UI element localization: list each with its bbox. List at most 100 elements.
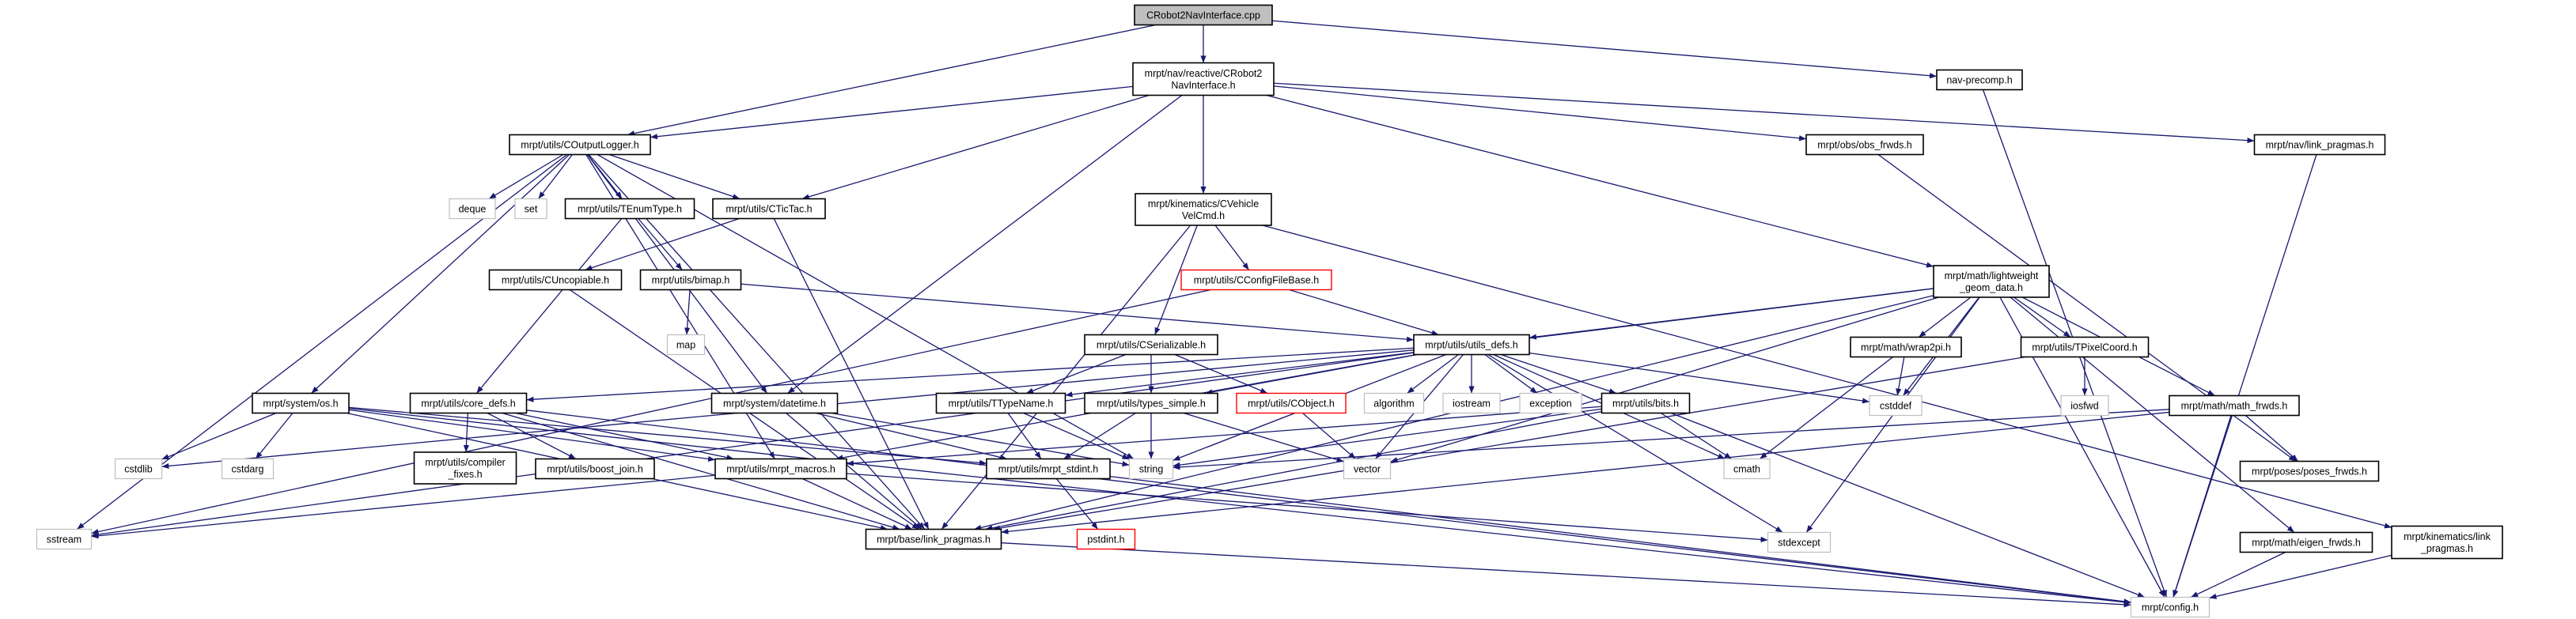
edge-lightweight-to-wrap2pi: [1918, 296, 1972, 338]
node-ttypename[interactable]: mrpt/utils/TTypeName.h: [935, 392, 1066, 414]
node-box: [1767, 531, 1832, 553]
node-label: mrpt/obs/obs_frwds.h: [1817, 139, 1912, 150]
edge-os-to-cstdlib: [161, 412, 277, 460]
node-box: [409, 392, 528, 414]
node-label: mrpt/utils/TTypeName.h: [949, 398, 1054, 409]
edge-datetime-to-stdint: [815, 412, 1008, 460]
node-compilerfixes[interactable]: mrpt/utils/compiler_fixes.h: [413, 451, 517, 485]
node-mathfrwds[interactable]: mrpt/math/math_frwds.h: [2169, 394, 2300, 417]
node-boostjoin[interactable]: mrpt/utils/boost_join.h: [535, 458, 655, 480]
node-cmath: cmath: [1723, 458, 1771, 480]
edge-coredefs-to-macros: [515, 412, 734, 461]
edge-coredefs-to-config: [526, 410, 2131, 605]
edge-velcmd-to-kinlink: [1262, 225, 2392, 529]
node-navif[interactable]: mrpt/nav/reactive/CRobot2NavInterface.h: [1132, 62, 1275, 96]
node-os[interactable]: mrpt/system/os.h: [252, 392, 350, 414]
node-box: [2239, 460, 2380, 482]
node-deque: deque: [449, 198, 496, 220]
node-utilsdefs[interactable]: mrpt/utils/utils_defs.h: [1413, 334, 1530, 356]
node-tenum[interactable]: mrpt/utils/TEnumType.h: [564, 198, 695, 220]
node-label: mrpt/math/lightweight: [1945, 270, 2039, 281]
edge-macros-to-baselink: [801, 477, 913, 530]
node-tpixel[interactable]: mrpt/utils/TPixelCoord.h: [2020, 336, 2150, 358]
node-label: mrpt/utils/CObject.h: [1248, 398, 1335, 409]
node-stdint[interactable]: mrpt/utils/mrpt_stdint.h: [986, 458, 1111, 480]
node-pstdint[interactable]: pstdint.h: [1076, 528, 1136, 550]
edge-coredefs-to-baselink: [502, 412, 900, 530]
edge-os-to-config: [348, 408, 2131, 606]
edge-bimap-to-utilsdefs: [741, 283, 1415, 342]
edge-stdint-to-pstdint: [1055, 478, 1099, 530]
node-box: [449, 198, 496, 220]
node-label: mrpt/system/datetime.h: [723, 398, 826, 409]
node-box: [1936, 69, 2023, 91]
node-box: [666, 334, 706, 356]
node-coredefs[interactable]: mrpt/utils/core_defs.h: [409, 392, 528, 414]
node-label: _geom_data.h: [1959, 282, 2023, 293]
node-configfile[interactable]: mrpt/utils/CConfigFileBase.h: [1180, 269, 1332, 291]
node-label: mrpt/math/eigen_frwds.h: [2252, 537, 2361, 548]
node-obsfrwds[interactable]: mrpt/obs/obs_frwds.h: [1805, 134, 1924, 156]
edge-utilsdefs-to-cstddef: [1529, 352, 1870, 404]
node-label: mrpt/utils/utils_defs.h: [1425, 339, 1517, 350]
node-cpp[interactable]: CRobot2NavInterface.cpp: [1134, 4, 1273, 26]
edge-stdint-to-config: [1109, 475, 2131, 605]
node-tictac[interactable]: mrpt/utils/CTicTac.h: [712, 198, 826, 220]
node-eigenfrwds[interactable]: mrpt/math/eigen_frwds.h: [2239, 531, 2373, 553]
node-navlink[interactable]: mrpt/nav/link_pragmas.h: [2253, 134, 2386, 156]
edge-typessimple-to-stdint: [1063, 412, 1136, 460]
node-label: mrpt/kinematics/link: [2404, 531, 2491, 542]
node-box: [1084, 334, 1218, 356]
edge-ttypename-to-string: [1023, 412, 1130, 460]
node-uncopiable[interactable]: mrpt/utils/CUncopiable.h: [488, 269, 623, 291]
edge-eigenfrwds-to-config: [2190, 551, 2286, 598]
edge-utilsdefs-to-bits: [1500, 353, 1617, 394]
node-box: [1413, 334, 1530, 356]
node-bimap[interactable]: mrpt/utils/bimap.h: [639, 269, 742, 291]
node-posesfrwds[interactable]: mrpt/poses/poses_frwds.h: [2239, 460, 2380, 482]
edge-mathfrwds-to-baselink: [1001, 411, 2170, 534]
node-lightweight[interactable]: mrpt/math/lightweight_geom_data.h: [1933, 265, 2050, 298]
edge-navif-to-datetime: [787, 94, 1183, 394]
node-box: [865, 528, 1002, 550]
node-box: [1519, 392, 1582, 414]
edge-bits-to-cmath: [1660, 412, 1733, 460]
node-label: cmath: [1733, 463, 1760, 474]
edge-kinlink-to-config: [2209, 554, 2392, 599]
node-wrap2pi[interactable]: mrpt/math/wrap2pi.h: [1850, 336, 1962, 358]
node-box: [1850, 336, 1962, 358]
node-label: mrpt/utils/mrpt_stdint.h: [998, 463, 1098, 474]
nodes-layer: CRobot2NavInterface.cpp mrpt/nav/reactive…: [36, 4, 2503, 618]
node-cobject[interactable]: mrpt/utils/CObject.h: [1236, 392, 1347, 414]
node-sstream: sstream: [36, 528, 93, 550]
node-box: [1236, 392, 1347, 414]
node-iosfwd: iosfwd: [2060, 394, 2109, 417]
node-baselink[interactable]: mrpt/base/link_pragmas.h: [865, 528, 1002, 550]
node-label: mrpt/base/link_pragmas.h: [877, 534, 991, 545]
node-label: mrpt/utils/types_simple.h: [1097, 398, 1206, 409]
node-navprecomp[interactable]: nav-precomp.h: [1936, 69, 2023, 91]
node-box: [535, 458, 655, 480]
node-label: _fixes.h: [447, 469, 482, 480]
node-label: mrpt/utils/CSerializable.h: [1097, 339, 1206, 350]
node-logger[interactable]: mrpt/utils/COutputLogger.h: [509, 134, 651, 156]
edge-navif-to-navlink: [1273, 82, 2255, 144]
node-box: [114, 458, 163, 480]
node-label: mrpt/utils/bimap.h: [652, 274, 730, 285]
node-macros[interactable]: mrpt/utils/mrpt_macros.h: [714, 458, 847, 480]
node-kinlink[interactable]: mrpt/kinematics/link_pragmas.h: [2391, 525, 2503, 560]
node-exception: exception: [1519, 392, 1582, 414]
node-label: deque: [459, 203, 487, 214]
node-serializable[interactable]: mrpt/utils/CSerializable.h: [1084, 334, 1218, 356]
node-datetime[interactable]: mrpt/system/datetime.h: [710, 392, 839, 414]
node-label: mrpt/config.h: [2142, 602, 2199, 613]
edge-navif-to-tictac: [801, 94, 1150, 200]
node-box: [1134, 4, 1273, 26]
node-bits[interactable]: mrpt/utils/bits.h: [1601, 392, 1691, 414]
node-typessimple[interactable]: mrpt/utils/types_simple.h: [1084, 392, 1218, 414]
edge-bits-to-baselink: [985, 410, 1602, 531]
node-box: [514, 198, 547, 220]
edge-datetime-to-string: [831, 412, 1130, 467]
node-cstdarg: cstdarg: [221, 458, 275, 480]
